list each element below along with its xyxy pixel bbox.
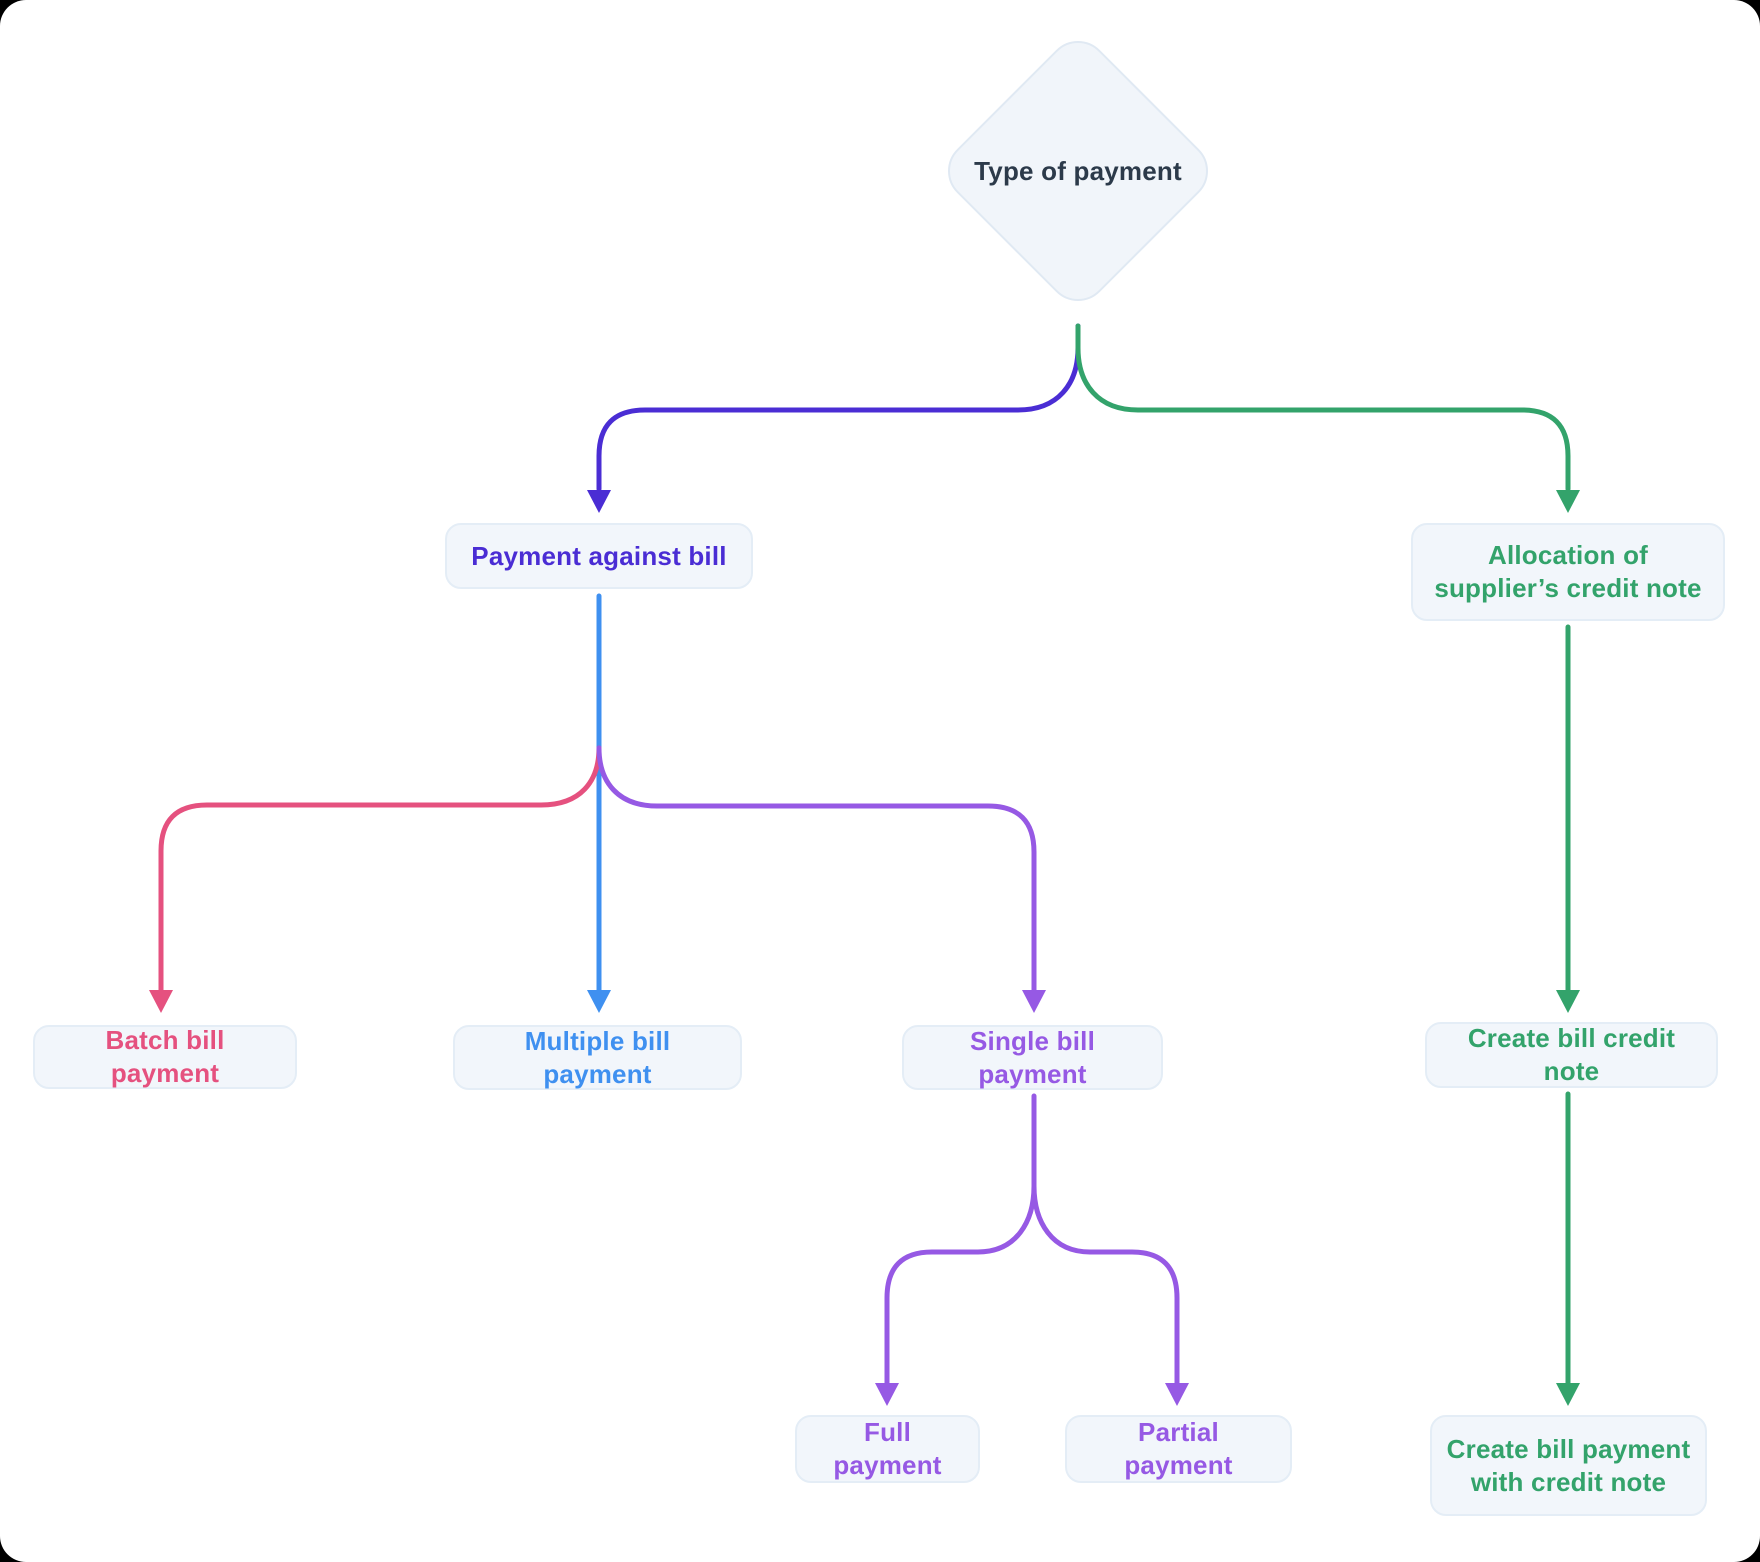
node-partial-payment: Partial payment [1065,1415,1292,1483]
arrowhead-create-bill-payment-with-credit-note [1556,1383,1580,1406]
arrowhead-payment-against-bill [587,490,611,513]
arrowhead-allocation-credit-note [1556,490,1580,513]
edge-payment-to-single [596,745,1037,993]
arrowhead-create-bill-credit-note [1556,990,1580,1013]
arrowhead-single-bill-payment [1022,990,1046,1013]
node-batch-bill-payment: Batch bill payment [33,1025,297,1089]
edge-single-to-partial [1031,1183,1180,1386]
node-create-bill-credit-note: Create bill credit note [1425,1022,1718,1088]
arrowhead-partial-payment [1165,1383,1189,1406]
decision-diamond-shape [948,41,1208,301]
node-full-payment: Full payment [795,1415,980,1483]
arrowhead-multiple-bill-payment [587,990,611,1013]
node-multiple-bill-payment: Multiple bill payment [453,1025,742,1090]
edge-payment-to-batch [158,745,602,993]
node-type-of-payment: Type of payment [974,155,1182,186]
edge-single-to-full [884,1093,1037,1386]
arrowhead-batch-bill-payment [149,990,173,1013]
arrowhead-full-payment [875,1383,899,1406]
node-single-bill-payment: Single bill payment [902,1025,1163,1090]
node-allocation-of-suppliers-credit-note: Allocation of supplier’s credit note [1411,523,1725,621]
edge-root-to-payment-against-bill [596,323,1081,492]
node-create-bill-payment-with-credit-note: Create bill payment with credit note [1430,1415,1707,1516]
edge-root-to-allocation [1075,323,1571,492]
node-payment-against-bill: Payment against bill [445,523,753,589]
